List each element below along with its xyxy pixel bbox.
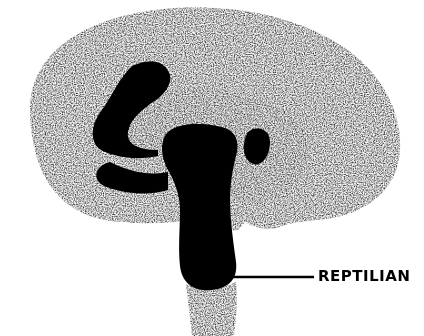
- spinal-cord: [186, 282, 237, 336]
- reptilian-label: REPTILIAN: [318, 269, 410, 284]
